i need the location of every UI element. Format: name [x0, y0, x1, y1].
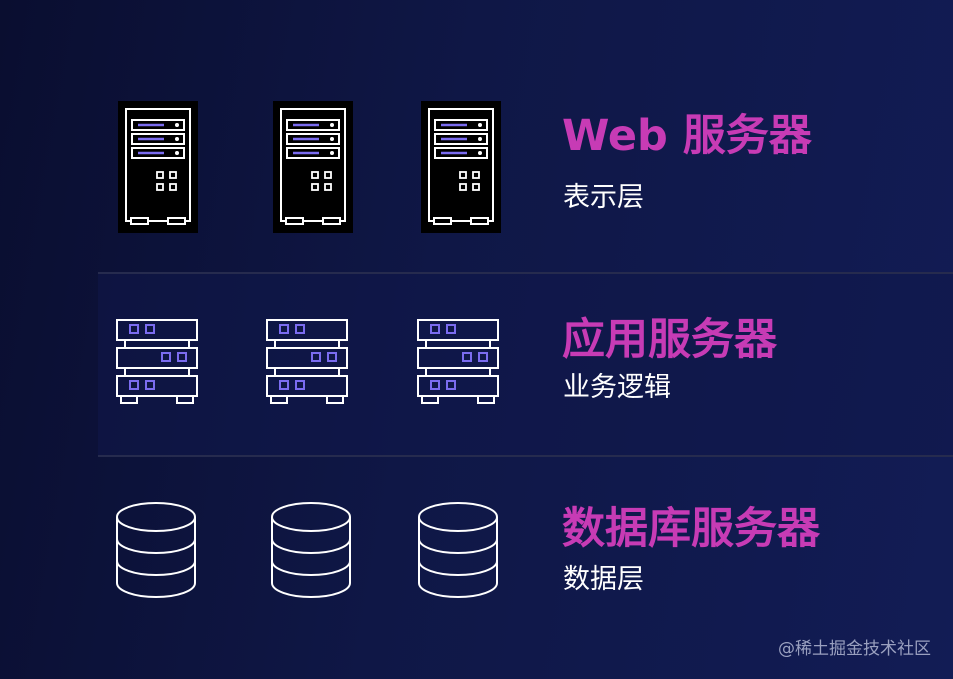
- tier-divider: [98, 272, 953, 274]
- web-tier-subtitle: 表示层: [563, 182, 644, 213]
- server-tower-icon: [273, 101, 353, 233]
- server-tower-icon: [118, 101, 198, 233]
- rack-server-icon: [116, 319, 198, 404]
- database-icon: [271, 502, 351, 598]
- rack-server-icon: [266, 319, 348, 404]
- database-icon: [116, 502, 196, 598]
- tier-divider: [98, 455, 953, 457]
- rack-server-icon: [417, 319, 499, 404]
- watermark: @稀土掘金技术社区: [778, 639, 931, 659]
- db-tier-subtitle: 数据层: [563, 564, 644, 595]
- app-tier-subtitle: 业务逻辑: [563, 372, 671, 403]
- web-tier-title: Web 服务器: [562, 111, 812, 161]
- database-icon: [418, 502, 498, 598]
- db-tier-title: 数据库服务器: [562, 504, 820, 554]
- server-tower-icon: [421, 101, 501, 233]
- app-tier-title: 应用服务器: [562, 315, 777, 365]
- app-tier-band: [98, 274, 953, 455]
